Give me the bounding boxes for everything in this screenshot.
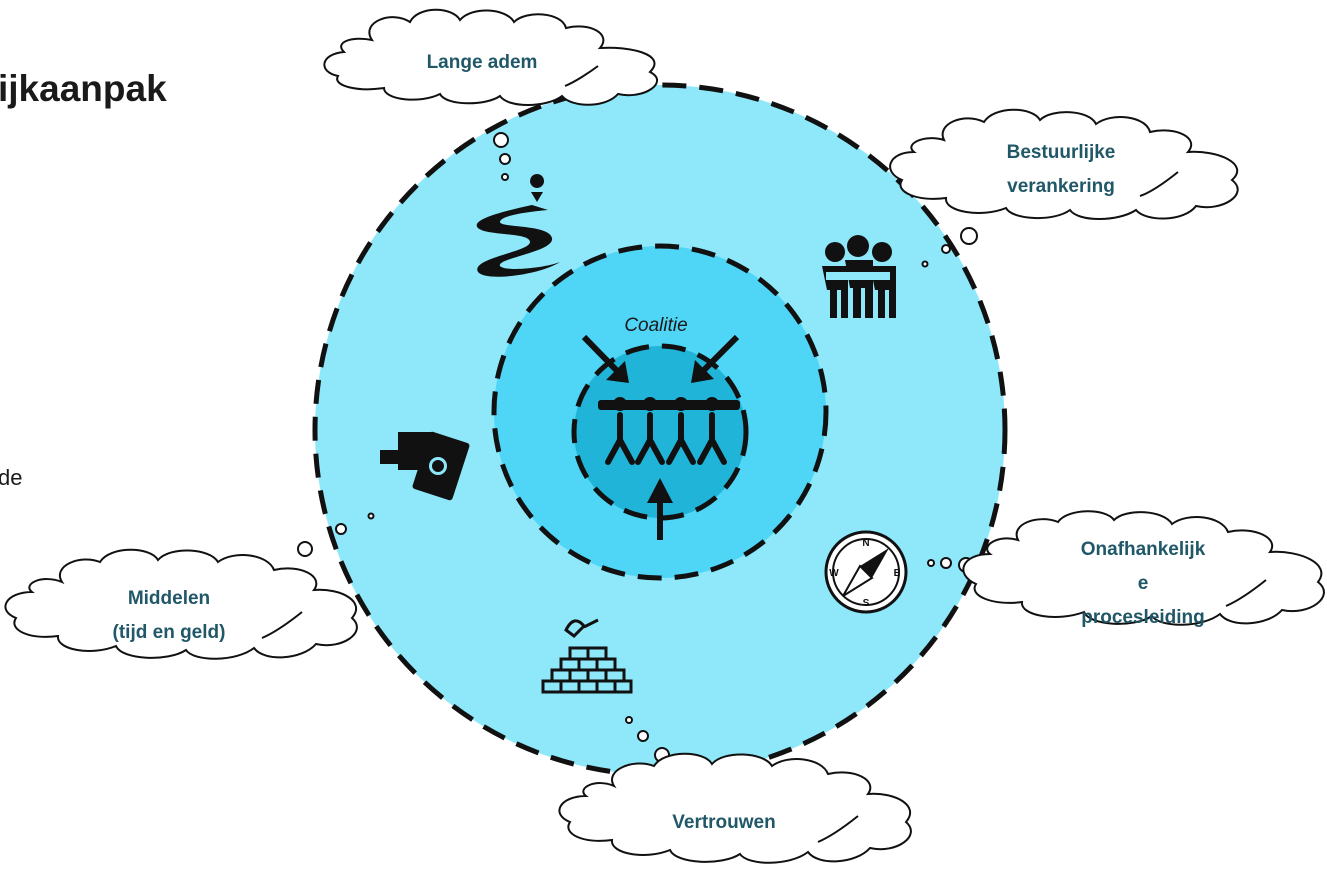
compass-n: N — [862, 538, 869, 549]
cloud-label: Vertrouwen — [672, 812, 775, 833]
compass-w: W — [829, 568, 839, 579]
path-to-destination-icon — [476, 174, 560, 277]
arrow-top-left-icon — [581, 334, 629, 383]
cloud-label-line1: Onafhankelijk — [1081, 539, 1206, 560]
people-carrying-beam-icon — [598, 397, 740, 465]
compass-icon: N E S W — [824, 530, 908, 614]
cloud-lange-adem: Lange adem — [323, 8, 659, 106]
money-handover-icon — [380, 431, 470, 501]
cloud-middelen: Middelen (tijd en geld) — [4, 548, 358, 660]
cloud-vertrouwen: Vertrouwen — [558, 752, 912, 864]
team-huddle-icon — [822, 235, 896, 318]
cloud-label-line2: e — [1138, 573, 1149, 594]
inner-circle — [574, 346, 746, 518]
cloud-label-line1: Bestuurlijke — [1007, 142, 1116, 163]
center-label: Coalitie — [624, 315, 687, 336]
compass-s: S — [863, 598, 870, 609]
arrow-top-right-icon — [691, 334, 740, 383]
cloud-label: Lange adem — [427, 52, 538, 73]
cloud-onafhankelijke-procesleiding: Onafhankelijk e procesleiding — [962, 510, 1325, 628]
body-text-fragment: de — [0, 465, 23, 490]
page-title-fragment: ijkaanpak — [0, 68, 167, 109]
cloud-label-line2: (tijd en geld) — [113, 622, 226, 643]
cloud-label-line1: Middelen — [128, 588, 210, 609]
cloud-bestuurlijke-verankering: Bestuurlijke verankering — [889, 108, 1239, 220]
arrow-bottom-icon — [647, 478, 673, 540]
cloud-label-line3: procesleiding — [1081, 607, 1205, 628]
cloud-label-line2: verankering — [1007, 176, 1115, 197]
brick-wall-trowel-icon — [541, 618, 633, 694]
compass-e: E — [894, 568, 901, 579]
